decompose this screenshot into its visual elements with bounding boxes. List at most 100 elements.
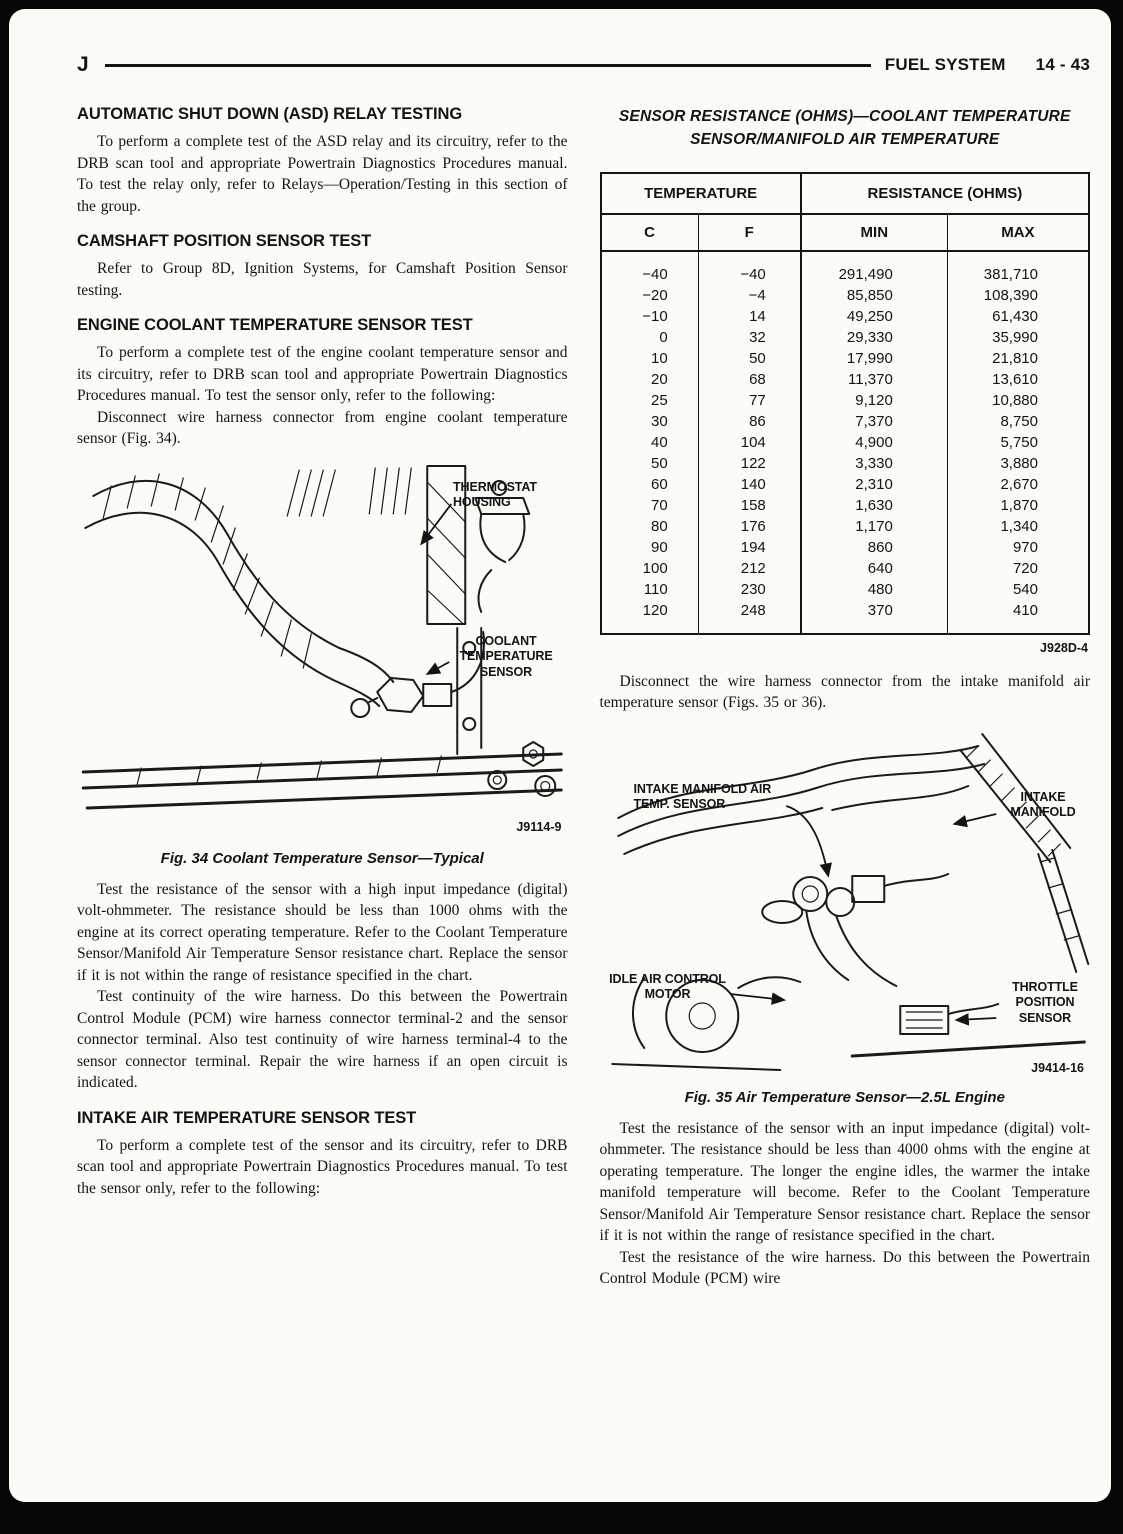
table-cell: 410 xyxy=(1012,601,1038,619)
table-cell: 5,750 xyxy=(1000,433,1038,451)
table-cell: 540 xyxy=(1012,580,1038,598)
table-column-header-row: C F MIN MAX xyxy=(600,213,1089,252)
paragraph: Refer to Group 8D, Ignition Systems, for… xyxy=(77,260,568,299)
column-header-min: MIN xyxy=(800,213,948,252)
table-cell: −40 xyxy=(698,250,802,285)
heading-intake-air-temp-sensor-test: INTAKE AIR TEMPERATURE SENSOR TEST xyxy=(77,1108,417,1127)
fig34-illustration-code: J9114-9 xyxy=(516,819,562,834)
table-cell: 85,850 xyxy=(800,284,948,306)
right-column: SENSOR RESISTANCE (OHMS)—COOLANT TEMPERA… xyxy=(599,103,1091,1290)
paragraph: Test the resistance of the sensor with a… xyxy=(599,1119,1091,1245)
table-cell: 100 xyxy=(600,557,699,579)
resistance-table-head: TEMPERATURE RESISTANCE (OHMS) C F MIN MA… xyxy=(600,172,1089,252)
table-cell: −20 xyxy=(600,284,699,306)
paragraph: Disconnect the wire harness connector fr… xyxy=(599,672,1091,712)
table-cell: 1,170 xyxy=(800,515,948,537)
table-cell: 108,390 xyxy=(983,286,1038,304)
table-cell: 80 xyxy=(600,515,699,537)
table-cell: 4,900 xyxy=(800,431,948,453)
section-letter: J xyxy=(77,53,89,76)
table-cell: −40 xyxy=(600,250,699,285)
table-cell: 2,310 xyxy=(800,473,948,495)
paragraph: To perform a complete test of the sensor… xyxy=(77,1136,568,1197)
table-cell: 68 xyxy=(698,368,802,390)
table-cell: 480 xyxy=(800,578,948,600)
table-cell: 14 xyxy=(698,305,802,327)
table-cell: 60 xyxy=(600,473,699,495)
table-cell: −10 xyxy=(600,305,699,327)
heading-camshaft-position-sensor-test: CAMSHAFT POSITION SENSOR TEST xyxy=(77,232,372,250)
table-cell: 1,340 xyxy=(1000,517,1038,535)
table-cell: 50 xyxy=(698,347,802,369)
heading-engine-coolant-temp-sensor-test: ENGINE COOLANT TEMPERATURE SENSOR TEST xyxy=(77,316,473,334)
fig35-caption: Fig. 35 Air Temperature Sensor—2.5L Engi… xyxy=(684,1088,1005,1106)
table-cell: 248 xyxy=(698,599,802,634)
paragraph: Test the resistance of the wire harness.… xyxy=(599,1248,1091,1288)
table-cell: 0 xyxy=(600,326,699,348)
table-cell: 1,870 xyxy=(1000,496,1038,514)
table-cell: 21,810 xyxy=(992,349,1038,367)
paragraph: Disconnect wire harness connector from e… xyxy=(77,408,568,448)
table-cell: 158 xyxy=(698,494,802,516)
table-cell: 122 xyxy=(698,452,802,474)
table-illustration-code: J928D-4 xyxy=(1040,640,1088,655)
table-cell: 29,330 xyxy=(800,326,948,348)
table-cell: 90 xyxy=(600,536,699,558)
table-cell: 1,630 xyxy=(800,494,948,516)
table-cell: 720 xyxy=(1012,559,1038,577)
table-cell: 9,120 xyxy=(800,389,948,411)
table-cell: 3,880 xyxy=(1000,454,1038,472)
column-header-max: MAX xyxy=(947,213,1089,252)
fig35-illustration-code: J9414-16 xyxy=(1031,1060,1084,1075)
table-cell: 20 xyxy=(600,368,699,390)
table-cell: 10 xyxy=(600,347,699,369)
table-cell: 370 xyxy=(800,599,948,634)
table-cell: 40 xyxy=(600,431,699,453)
table-cell: 61,430 xyxy=(992,307,1038,325)
table-cell: 11,370 xyxy=(800,368,948,390)
group-header-resistance: RESISTANCE (OHMS) xyxy=(800,172,1089,215)
table-cell: 140 xyxy=(698,473,802,495)
table-cell: 17,990 xyxy=(800,347,948,369)
table-cell: 32 xyxy=(698,326,802,348)
table-cell: 13,610 xyxy=(992,370,1038,388)
fig34-caption: Fig. 34 Coolant Temperature Sensor—Typic… xyxy=(160,849,484,867)
table-cell: 104 xyxy=(698,431,802,453)
fig35-label-throttle-position-sensor: THROTTLE POSITION SENSOR xyxy=(1012,979,1078,1025)
table-cell: −4 xyxy=(698,284,802,306)
figure-35: INTAKE MANIFOLD AIR TEMP. SENSOR INTAKE … xyxy=(600,726,1091,1081)
table-cell: 86 xyxy=(698,410,802,432)
heading-asd-relay-testing: AUTOMATIC SHUT DOWN (ASD) RELAY TESTING xyxy=(77,105,463,123)
paragraph: To perform a complete test of the engine… xyxy=(77,344,568,404)
table-cell: 970 xyxy=(1012,538,1038,556)
paragraph: Test continuity of the wire harness. Do … xyxy=(77,988,568,1091)
header-page-number: 14 - 43 xyxy=(1035,55,1090,74)
resistance-table: TEMPERATURE RESISTANCE (OHMS) C F MIN MA… xyxy=(599,171,1090,635)
fig35-label-intake-manifold-air-temp-sensor: INTAKE MANIFOLD AIR TEMP. SENSOR xyxy=(633,781,772,812)
table-cell: 110 xyxy=(600,578,699,600)
table-cell: 860 xyxy=(800,536,948,558)
table-cell: 25 xyxy=(600,389,699,411)
two-column-layout: AUTOMATIC SHUT DOWN (ASD) RELAY TESTING … xyxy=(77,103,1090,1290)
table-cell: 50 xyxy=(600,452,699,474)
fig34-label-thermostat-housing: THERMOSTAT HOUSING xyxy=(453,479,537,510)
table-cell: 30 xyxy=(600,410,699,432)
table-cell: 10,880 xyxy=(992,391,1038,409)
table-cell: 120 xyxy=(600,599,699,634)
group-header-temperature: TEMPERATURE xyxy=(600,172,802,215)
